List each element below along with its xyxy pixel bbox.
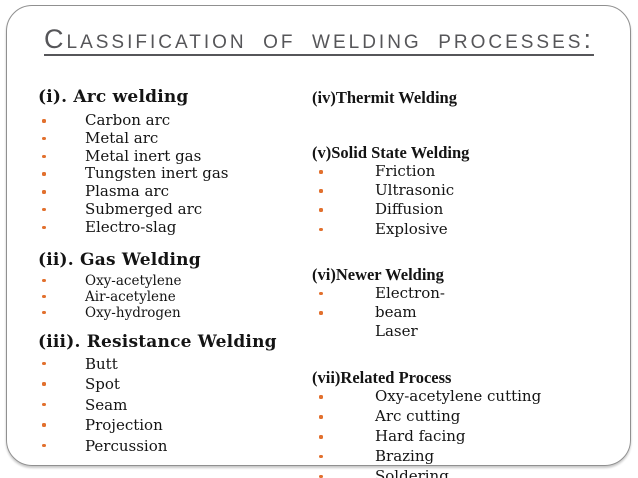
bullet-icon <box>319 454 323 459</box>
list-item: Carbon arc <box>38 111 306 130</box>
bullet-icon <box>319 170 323 174</box>
list-item: Electron- <box>312 284 630 303</box>
list-item: Friction <box>312 162 630 181</box>
list-item-text: Electron- <box>375 283 445 302</box>
list-item-text: Friction <box>375 162 436 180</box>
list-item: Ultrasonic <box>312 181 630 200</box>
bullet-icon <box>319 208 323 212</box>
bullet-icon <box>319 474 323 478</box>
list-item: beam <box>312 303 630 322</box>
section-heading: (iv)Thermit Welding <box>312 88 457 107</box>
list-item: Metal arc <box>38 128 306 148</box>
bullet-icon <box>319 395 323 399</box>
bullet-icon <box>42 225 46 230</box>
list-item-text: beam <box>375 303 417 322</box>
list-item-text: Ultrasonic <box>375 181 455 200</box>
list-item-text: Oxy-acetylene <box>85 272 182 289</box>
list-item: Plasma arc <box>38 182 306 201</box>
list-item: Oxy-acetylene cutting <box>312 387 630 407</box>
bullet-icon <box>42 172 46 176</box>
list-item-text: Projection <box>85 416 163 435</box>
list-item: Diffusion <box>312 200 630 219</box>
list-item: Submerged arc <box>38 199 306 219</box>
list-item-text: Explosive <box>375 219 448 238</box>
bullet-icon <box>42 278 46 283</box>
bullet-icon <box>42 207 46 212</box>
list-item: Butt <box>38 354 306 375</box>
list-item: Electro-slag <box>38 217 306 237</box>
list-item-text: Oxy-hydrogen <box>85 304 181 321</box>
list-item-text: Carbon arc <box>85 111 171 129</box>
list-item: Projection <box>38 415 306 436</box>
bullet-icon <box>319 311 323 315</box>
list-item-text: Brazing <box>375 446 435 465</box>
list-item-text: Seam <box>85 395 128 414</box>
list-item-text: Oxy-acetylene cutting <box>375 387 542 406</box>
list-item-text: Soldering <box>375 466 449 478</box>
bullet-icon <box>42 154 46 159</box>
bullet-icon <box>42 294 46 299</box>
list-item: Explosive <box>312 220 630 239</box>
list-item-text: Spot <box>85 375 120 394</box>
column-right: (iv)Thermit Welding (v)Solid State Weldin… <box>312 88 630 478</box>
bullet-icon <box>42 136 46 141</box>
bullet-icon <box>42 310 46 315</box>
bullet-icon <box>319 415 323 419</box>
page-title: Classification of welding processes: <box>44 24 594 54</box>
list-item-text: Metal arc <box>85 128 159 147</box>
list-item: Brazing <box>312 447 630 467</box>
list-item: Laser <box>312 322 630 341</box>
bullet-icon <box>42 443 46 448</box>
section-heading: (iii). Resistance Welding <box>38 331 277 352</box>
list-item-text: Laser <box>375 322 418 341</box>
section-heading: (vi)Newer Welding <box>312 264 444 284</box>
list-item-text: Metal inert gas <box>85 146 202 165</box>
list-item-text: Air-acetylene <box>85 288 176 305</box>
list-item-text: Percussion <box>85 436 168 455</box>
list-item-text: Submerged arc <box>85 199 203 218</box>
list-item-text: Arc cutting <box>375 407 461 426</box>
bullet-icon <box>42 119 46 123</box>
bullet-icon <box>319 291 323 296</box>
list-item-text: Tungsten inert gas <box>85 164 229 183</box>
bullet-icon <box>42 423 46 427</box>
list-item-text: Electro-slag <box>85 217 177 236</box>
list-item: Seam <box>38 395 306 416</box>
list-item-text: Butt <box>85 354 118 373</box>
section-heading: (i). Arc welding <box>38 87 189 107</box>
list-item-text: Plasma arc <box>85 182 169 201</box>
bullet-icon <box>42 402 46 407</box>
list-item: Hard facing <box>312 427 630 447</box>
bullet-icon <box>42 382 46 386</box>
list-item: Metal inert gas <box>38 146 306 166</box>
list-item: Percussion <box>38 436 306 457</box>
section-heading: (v)Solid State Welding <box>312 143 470 162</box>
welding-section: (iv)Thermit Welding <box>312 88 630 107</box>
list-item: Soldering <box>312 467 630 478</box>
list-item: Arc cutting <box>312 407 630 427</box>
bullet-icon <box>42 190 46 194</box>
bullet-icon <box>319 189 323 193</box>
bullet-icon <box>319 435 323 439</box>
list-item: Air-acetylene <box>38 289 306 305</box>
bullet-icon <box>42 361 46 366</box>
list-item: Oxy-hydrogen <box>38 305 306 321</box>
section-heading: (vii)Related Process <box>312 368 452 388</box>
list-item: Tungsten inert gas <box>38 165 306 183</box>
list-item: Spot <box>38 374 306 395</box>
list-item-text: Diffusion <box>375 200 444 219</box>
list-item-text: Hard facing <box>375 427 466 446</box>
bullet-icon <box>319 227 323 232</box>
section-heading: (ii). Gas Welding <box>38 249 201 270</box>
list-item: Oxy-acetylene <box>38 273 306 289</box>
